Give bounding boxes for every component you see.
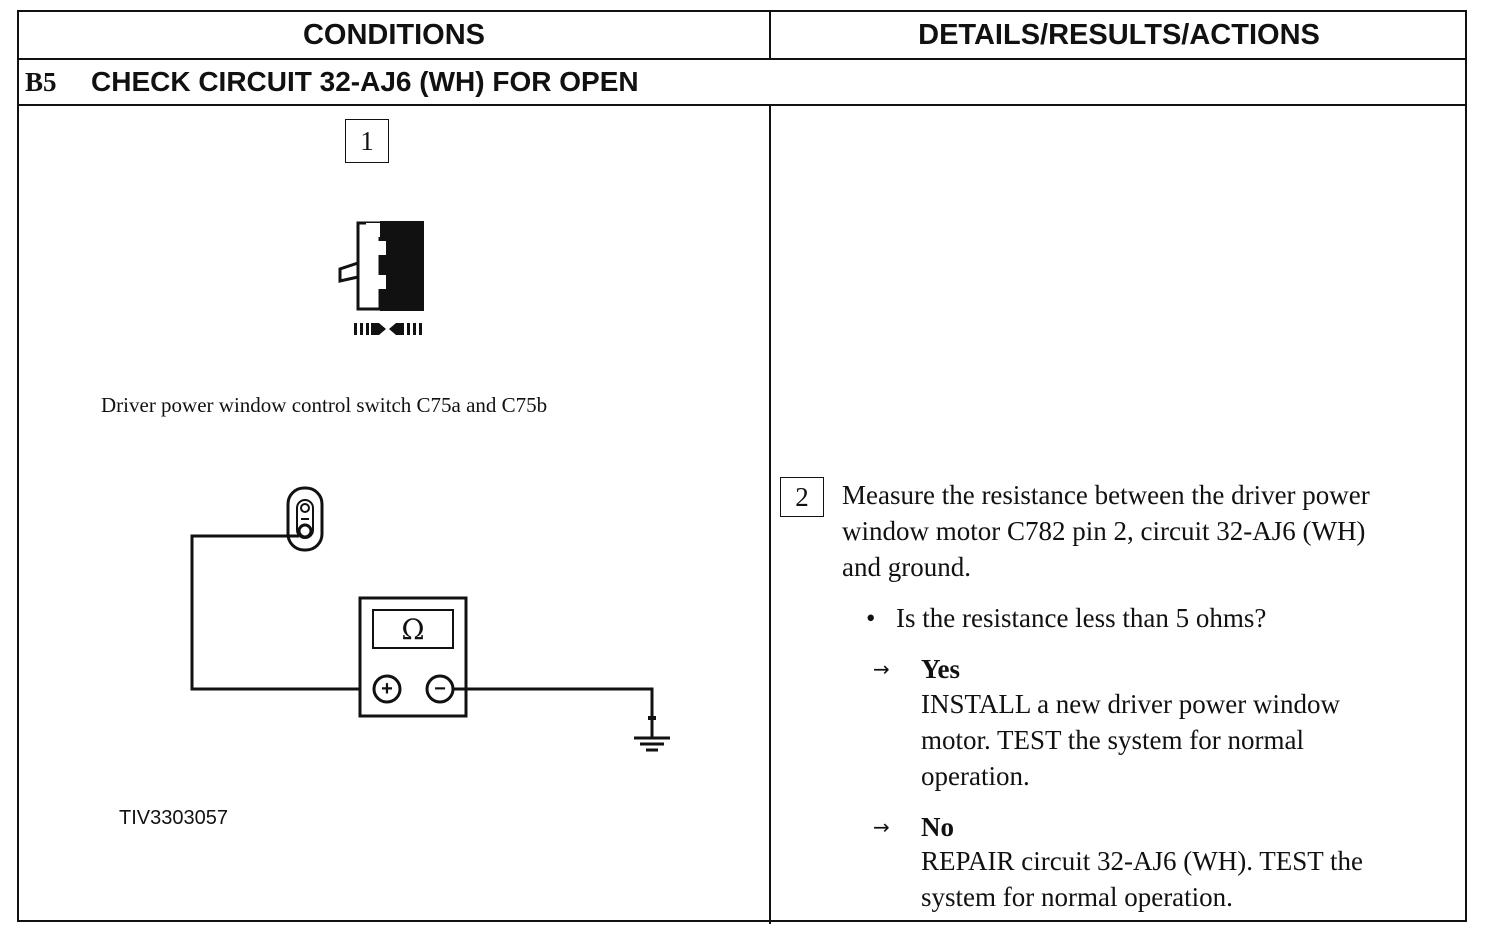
- no-label: No: [921, 812, 954, 842]
- instruction-line-2: window motor C782 pin 2, circuit 32-AJ6 …: [842, 516, 1366, 546]
- figure-id: TIV3303057: [119, 807, 228, 829]
- circuit-diagram: [190, 486, 670, 752]
- step-divider: [19, 104, 1465, 106]
- step-title: CHECK CIRCUIT 32-AJ6 (WH) FOR OPEN: [91, 66, 639, 97]
- step-number-box-1: 1: [345, 119, 389, 163]
- ground-icon: [634, 736, 670, 752]
- yes-arrow-icon: →: [873, 657, 890, 681]
- yes-line-3: operation.: [921, 761, 1030, 791]
- step-number-box-2: 2: [780, 477, 824, 517]
- instruction-line-1: Measure the resistance between the drive…: [842, 480, 1370, 510]
- switch-caption: Driver power window control switch C75a …: [101, 393, 548, 417]
- column-divider-body: [769, 106, 771, 924]
- yes-line-1: INSTALL a new driver power window: [921, 689, 1340, 719]
- step-id: B5: [25, 67, 57, 97]
- no-arrow-icon: →: [873, 815, 890, 839]
- column-divider-top: [769, 12, 771, 58]
- details-header: DETAILS/RESULTS/ACTIONS: [918, 19, 1320, 51]
- no-line-1: REPAIR circuit 32-AJ6 (WH). TEST the: [921, 846, 1363, 876]
- instruction-line-3: and ground.: [842, 552, 971, 582]
- header-divider: [19, 58, 1465, 60]
- procedure-table: CONDITIONS DETAILS/RESULTS/ACTIONS B5 CH…: [17, 10, 1467, 924]
- bullet-icon: •: [866, 603, 876, 633]
- question-text: Is the resistance less than 5 ohms?: [896, 603, 1267, 633]
- connector-icon: [338, 221, 424, 335]
- no-line-2: system for normal operation.: [921, 882, 1233, 912]
- step-row: B5 CHECK CIRCUIT 32-AJ6 (WH) FOR OPEN: [19, 60, 1465, 104]
- yes-line-2: motor. TEST the system for normal: [921, 725, 1304, 755]
- ohm-symbol: Ω: [401, 613, 425, 646]
- conditions-header: CONDITIONS: [302, 19, 486, 51]
- plus-terminal-label: +: [381, 678, 393, 700]
- minus-terminal-label: −: [434, 678, 446, 700]
- yes-label: Yes: [921, 654, 960, 684]
